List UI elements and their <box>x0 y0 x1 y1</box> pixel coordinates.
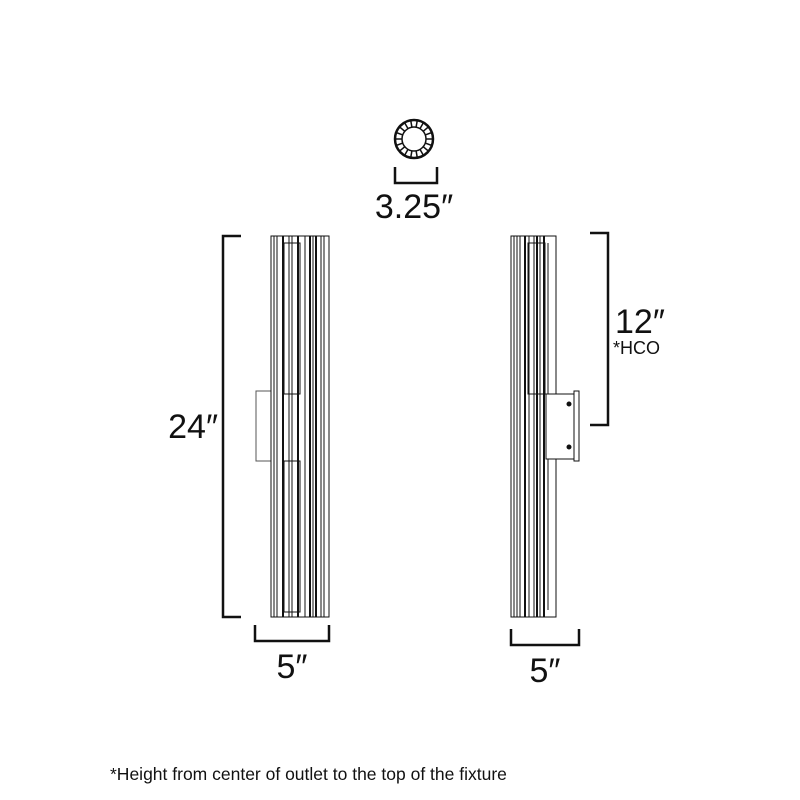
hco-note: *HCO <box>613 338 660 358</box>
screw-hole <box>566 444 572 450</box>
side-width-label: 5″ <box>530 652 561 690</box>
front-width-bracket <box>253 625 331 643</box>
side-view-fixture <box>510 235 580 618</box>
footnote: *Height from center of outlet to the top… <box>110 764 507 784</box>
front-width-label: 5″ <box>277 648 308 686</box>
hco-label: 12″ <box>615 303 665 341</box>
height-label: 24″ <box>168 408 218 446</box>
hco-bracket <box>590 231 610 427</box>
front-view-fixture <box>255 235 330 618</box>
diameter-label: 3.25″ <box>375 188 453 226</box>
screw-hole <box>566 401 572 407</box>
top-view <box>393 118 439 185</box>
height-bracket <box>221 234 241 619</box>
diameter-bracket <box>393 167 439 185</box>
side-width-bracket <box>509 629 581 647</box>
